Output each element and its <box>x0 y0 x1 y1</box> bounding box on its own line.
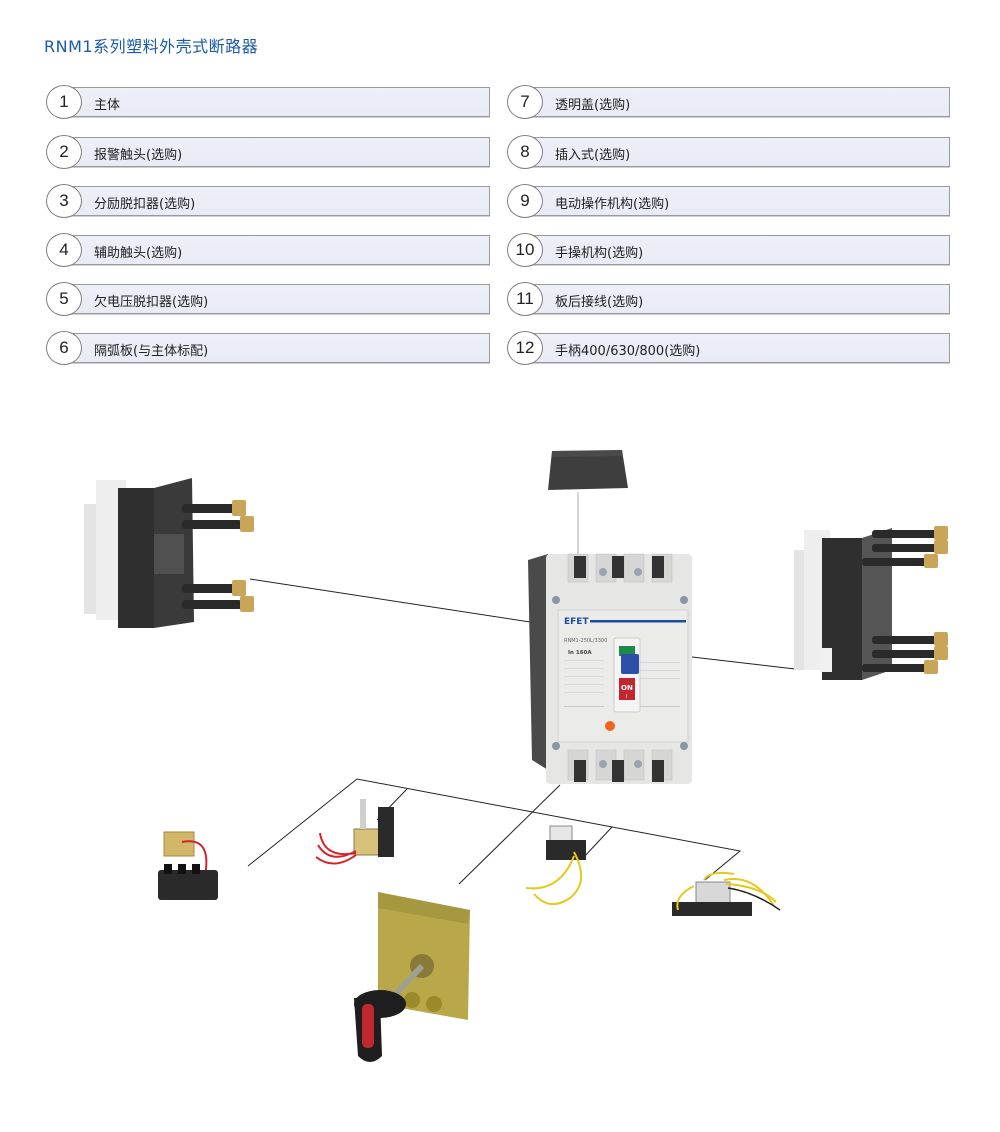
line-plugin-left <box>249 578 531 623</box>
part-bar <box>64 235 490 265</box>
part-item: 5 欠电压脱扣器(选购) <box>46 282 490 316</box>
part-number-badge: 3 <box>46 184 82 218</box>
part-item: 3 分励脱扣器(选购) <box>46 184 490 218</box>
part-bar <box>64 333 490 363</box>
part-number-badge: 2 <box>46 135 82 169</box>
part-bar <box>64 284 490 314</box>
part-item: 12 手柄400/630/800(选购) <box>507 331 950 365</box>
part-bar <box>525 284 950 314</box>
brand-logo: EFET <box>564 617 589 627</box>
part-label: 辅助触头(选购) <box>94 246 183 261</box>
part-bar <box>64 137 490 167</box>
part-number-badge: 8 <box>507 135 543 169</box>
part-label: 手柄400/630/800(选购) <box>555 344 701 359</box>
line-rear-wiring <box>691 656 796 670</box>
part-number-badge: 10 <box>507 233 543 267</box>
shunt-release-image <box>315 799 394 865</box>
part-item: 8 插入式(选购) <box>507 135 950 169</box>
line-aux <box>582 826 613 859</box>
part-number-badge: 7 <box>507 85 543 119</box>
manual-handle-image <box>354 892 470 1062</box>
part-number-badge: 6 <box>46 331 82 365</box>
part-number-badge: 4 <box>46 233 82 267</box>
part-number-badge: 11 <box>507 282 543 316</box>
page-title: RNM1系列塑料外壳式断路器 <box>44 37 259 56</box>
part-label: 插入式(选购) <box>555 148 631 163</box>
part-label: 隔弧板(与主体标配) <box>94 344 209 359</box>
part-label: 欠电压脱扣器(选购) <box>94 295 209 310</box>
part-bar <box>525 235 950 265</box>
alarm-contact-image <box>158 831 218 900</box>
part-label: 透明盖(选购) <box>555 98 631 113</box>
arc-plate-image <box>548 450 628 490</box>
part-item: 4 辅助触头(选购) <box>46 233 490 267</box>
part-item: 9 电动操作机构(选购) <box>507 184 950 218</box>
part-bar <box>525 333 950 363</box>
undervoltage-release-image <box>672 871 781 916</box>
plugin-base-image <box>84 478 254 628</box>
main-breaker-image: EFET RNM1-250L/3300 In 160A ON I <box>528 553 692 784</box>
part-bar <box>525 87 950 117</box>
part-item: 11 板后接线(选购) <box>507 282 950 316</box>
part-label: 分励脱扣器(选购) <box>94 197 196 212</box>
switch-on-label: ON <box>621 684 633 692</box>
part-label: 板后接线(选购) <box>555 295 644 310</box>
part-bar <box>64 186 490 216</box>
switch-i-label: I <box>626 694 627 700</box>
part-label: 电动操作机构(选购) <box>555 197 670 212</box>
rear-wiring-image <box>794 526 948 680</box>
part-item: 7 透明盖(选购) <box>507 85 950 119</box>
part-number-badge: 5 <box>46 282 82 316</box>
part-label: 手操机构(选购) <box>555 246 644 261</box>
part-number-badge: 12 <box>507 331 543 365</box>
part-item: 1 主体 <box>46 85 490 119</box>
auxiliary-contact-image <box>525 825 586 905</box>
part-item: 2 报警触头(选购) <box>46 135 490 169</box>
model-label: RNM1-250L/3300 <box>564 638 607 644</box>
part-bar <box>525 137 950 167</box>
part-bar <box>525 186 950 216</box>
part-number-badge: 1 <box>46 85 82 119</box>
part-label: 报警触头(选购) <box>94 148 183 163</box>
part-number-badge: 9 <box>507 184 543 218</box>
part-bar <box>64 87 490 117</box>
line-accessory-bus <box>247 778 742 881</box>
rating-label: In 160A <box>568 650 592 656</box>
line-handle <box>458 784 561 885</box>
part-item: 6 隔弧板(与主体标配) <box>46 331 490 365</box>
part-label: 主体 <box>94 98 121 113</box>
part-item: 10 手操机构(选购) <box>507 233 950 267</box>
